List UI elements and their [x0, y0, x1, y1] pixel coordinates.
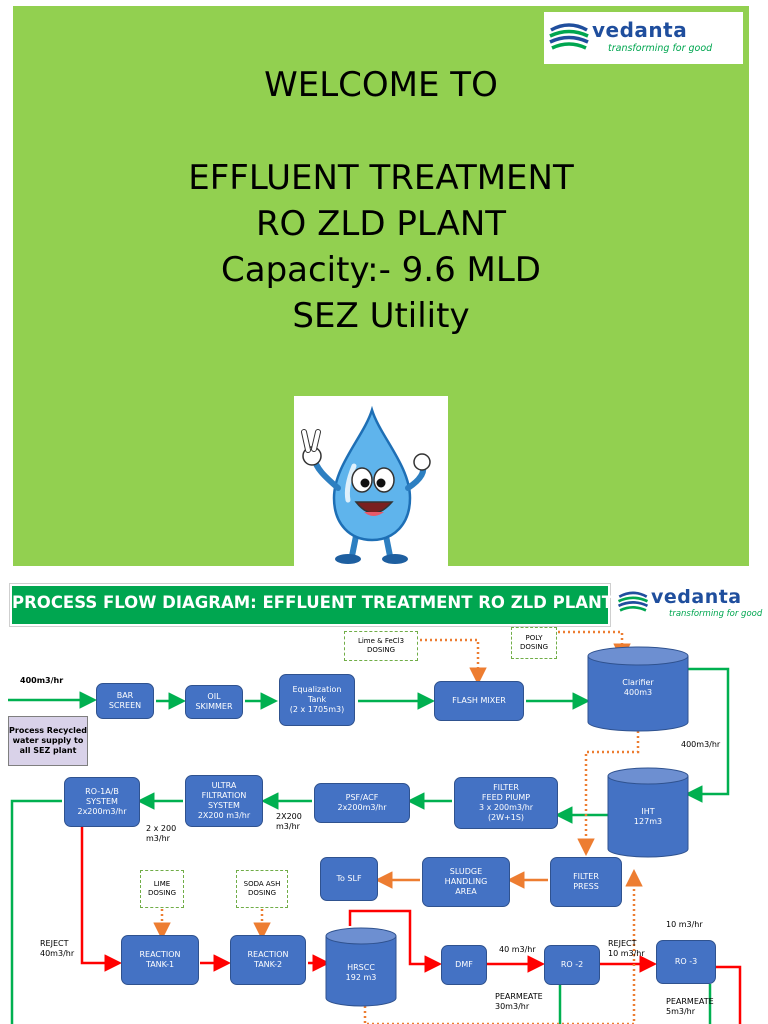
lime-dosing: LIME DOSING	[140, 870, 184, 908]
process-flow-slide: PROCESS FLOW DIAGRAM: EFFLUENT TREATMENT…	[0, 574, 768, 1024]
flow-ro1-reject	[80, 827, 122, 972]
dmf-unit: DMF	[441, 945, 487, 985]
oil-skimmer-label: OIL SKIMMER	[195, 692, 233, 711]
reaction-tank-2-unit: REACTION TANK-2	[230, 935, 306, 985]
lime-dosing-label: LIME DOSING	[147, 880, 177, 897]
clarifier-out-label: 400m3/hr	[681, 740, 721, 749]
dmf-label: DMF	[455, 960, 473, 969]
dose-lime-fecl3	[420, 638, 487, 685]
inflow-label: 400m3/hr	[20, 676, 64, 685]
bar-screen-label: BAR SCREEN	[108, 691, 142, 710]
vedanta-swirl-icon	[549, 20, 589, 54]
flow-clar-iht	[685, 667, 730, 803]
ro-3-unit: RO -3	[656, 940, 716, 984]
flow-hrscc-dmf	[348, 909, 442, 973]
poly-dosing-label: POLY DOSING	[519, 634, 549, 651]
welcome-slide: vedanta transforming for good WELCOME TO…	[13, 6, 749, 566]
permeate-2-label: PEARMEATE 30m3/hr	[495, 992, 543, 1011]
ro-2-label: RO -2	[560, 960, 584, 969]
flow-ro1-out	[10, 799, 62, 1024]
flow-clar-press	[577, 731, 640, 856]
psf-acf-unit: PSF/ACF 2x200m3/hr	[314, 783, 410, 823]
process-recycled-box: Process Recycled water supply to all SEZ…	[8, 716, 88, 766]
filter-press-unit: FILTER PRESS	[550, 857, 622, 907]
banner-title: PROCESS FLOW DIAGRAM: EFFLUENT TREATMENT…	[12, 593, 614, 612]
clarifier-tank	[587, 646, 689, 732]
hrscc-tank	[325, 927, 397, 1007]
brand-tagline: transforming for good	[608, 43, 713, 54]
filter-feed-pump-unit: FILTER FEED PIUMP 3 x 200m3/hr (2W+1S)	[454, 777, 558, 829]
lime-fecl3-dosing-label: Lime & FeCl3 DOSING	[357, 637, 405, 654]
oil-skimmer-unit: OIL SKIMMER	[185, 685, 243, 719]
process-recycled-label: Process Recycled water supply to all SEZ…	[9, 726, 87, 755]
water-drop-mascot-icon	[301, 405, 431, 564]
ultra-filtration-unit: ULTRA FILTRATION SYSTEM 2X200 m3/hr	[185, 775, 263, 827]
mascot-image	[294, 396, 448, 566]
ro-1ab-unit: RO-1A/B SYSTEM 2x200m3/hr	[64, 777, 140, 827]
sludge-handling-label: SLUDGE HANDLING AREA	[444, 867, 488, 896]
vedanta-swirl-icon	[617, 591, 649, 612]
vedanta-logo-small: vedanta transforming for good	[615, 584, 765, 624]
ro1-flow-label: 2 x 200 m3/hr	[146, 824, 177, 843]
soda-ash-dosing-label: SODA ASH DOSING	[243, 880, 281, 897]
psf-acf-label: PSF/ACF 2x200m3/hr	[337, 793, 387, 812]
equalization-tank-unit: Equalization Tank (2 x 1705m3)	[279, 674, 355, 726]
to-slf-unit: To SLF	[320, 857, 378, 901]
reaction-tank-2-label: REACTION TANK-2	[247, 950, 289, 969]
dmf-ro2-label: 40 m3/hr	[499, 945, 536, 954]
ro3-top-label: 10 m3/hr	[666, 920, 703, 929]
uf-flow-label: 2X200 m3/hr	[276, 812, 302, 831]
brand-name: vedanta	[651, 586, 742, 608]
equalization-tank-label: Equalization Tank (2 x 1705m3)	[289, 685, 345, 714]
hrscc-label: HRSCC 192 m3	[345, 963, 377, 982]
brand-name: vedanta	[592, 18, 688, 42]
clarifier-label: Clarifier 400m3	[622, 678, 654, 697]
title-line-3: Capacity:- 9.6 MLD	[221, 250, 541, 290]
reaction-tank-1-unit: REACTION TANK-1	[121, 935, 199, 985]
brand-tagline: transforming for good	[669, 609, 763, 619]
permeate-3-label: PEARMEATE 5m3/hr	[666, 997, 714, 1016]
flow-hrscc-press	[363, 869, 643, 1024]
vedanta-logo: vedanta transforming for good	[544, 12, 743, 64]
soda-ash-dosing: SODA ASH DOSING	[236, 870, 288, 908]
welcome-heading: WELCOME TO	[264, 65, 498, 105]
ro-3-label: RO -3	[674, 957, 698, 966]
title-line-1: EFFLUENT TREATMENT	[188, 158, 574, 198]
slide-title: EFFLUENT TREATMENT RO ZLD PLANT Capacity…	[13, 155, 749, 339]
flow-connectors	[8, 630, 742, 1024]
reaction-tank-1-label: REACTION TANK-1	[139, 950, 181, 969]
title-line-2: RO ZLD PLANT	[255, 204, 507, 244]
iht-tank	[607, 767, 689, 858]
reject-2-label: REJECT 10 m3/hr	[608, 939, 645, 958]
iht-label: IHT 127m3	[633, 807, 663, 826]
ultra-filtration-label: ULTRA FILTRATION SYSTEM 2X200 m3/hr	[197, 781, 251, 820]
filter-feed-pump-label: FILTER FEED PIUMP 3 x 200m3/hr (2W+1S)	[478, 783, 534, 822]
lime-fecl3-dosing: Lime & FeCl3 DOSING	[344, 631, 418, 661]
ro-1ab-label: RO-1A/B SYSTEM 2x200m3/hr	[77, 787, 127, 816]
process-flow-banner: PROCESS FLOW DIAGRAM: EFFLUENT TREATMENT…	[10, 584, 614, 626]
title-line-4: SEZ Utility	[292, 296, 470, 336]
to-slf-label: To SLF	[336, 874, 362, 883]
ro-2-unit: RO -2	[544, 945, 600, 985]
reject-1-label: REJECT 40m3/hr	[40, 939, 75, 958]
filter-press-label: FILTER PRESS	[573, 872, 599, 891]
flow-ro3-out	[716, 965, 742, 1024]
sludge-handling-unit: SLUDGE HANDLING AREA	[422, 857, 510, 907]
flash-mixer-unit: FLASH MIXER	[434, 681, 524, 721]
flash-mixer-label: FLASH MIXER	[452, 696, 506, 705]
poly-dosing: POLY DOSING	[511, 627, 557, 659]
bar-screen-unit: BAR SCREEN	[96, 683, 154, 719]
